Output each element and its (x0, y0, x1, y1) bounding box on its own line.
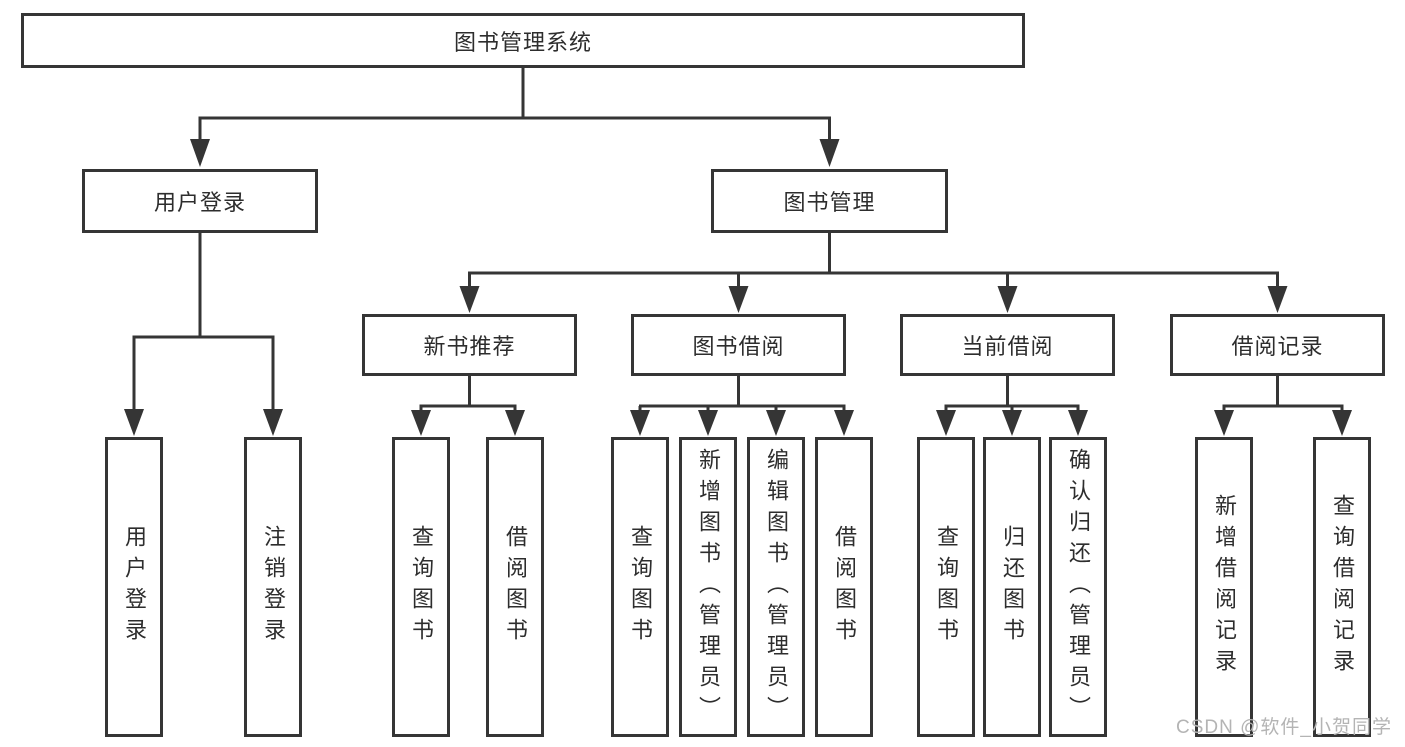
arrowhead-icon (411, 410, 431, 436)
leaf-edit-books-admin: 编辑图书（管理员） (747, 437, 805, 737)
node-root-system: 图书管理系统 (21, 13, 1025, 68)
branch-root-to-level2 (190, 68, 840, 167)
leaf-query-books-current: 查询图书 (917, 437, 975, 737)
node-label: 借阅记录 (1231, 334, 1324, 359)
branch-new-book-recommend (411, 376, 525, 436)
arrowhead-icon (997, 286, 1018, 313)
branch-current-borrowing (936, 376, 1088, 436)
arrowhead-icon (834, 410, 854, 436)
node-label: 用户登录 (122, 525, 147, 649)
node-new-book-recommend: 新书推荐 (362, 314, 577, 376)
arrowhead-icon (1002, 410, 1022, 436)
leaf-query-books-recommend: 查询图书 (392, 437, 450, 737)
arrowhead-icon (630, 410, 650, 436)
arrowhead-icon (1267, 286, 1288, 313)
leaf-return-books: 归还图书 (983, 437, 1041, 737)
arrowhead-icon (263, 409, 283, 436)
leaf-borrow-books-recommend: 借阅图书 (486, 437, 544, 737)
leaf-borrow-books: 借阅图书 (815, 437, 873, 737)
node-book-management: 图书管理 (711, 169, 948, 233)
arrowhead-icon (819, 139, 840, 167)
node-label: 借阅图书 (503, 525, 528, 649)
node-user-login: 用户登录 (82, 169, 318, 233)
leaf-user-login: 用户登录 (105, 437, 163, 737)
node-book-borrowing: 图书借阅 (631, 314, 846, 376)
node-label: 查询图书 (934, 525, 959, 649)
node-label: 注销登录 (261, 525, 286, 649)
branch-book-management (459, 233, 1288, 313)
arrowhead-icon (936, 410, 956, 436)
arrowhead-icon (1068, 410, 1088, 436)
node-label: 借阅图书 (832, 525, 857, 649)
arrowhead-icon (505, 410, 525, 436)
arrowhead-icon (1332, 410, 1352, 436)
branch-borrowing-records (1214, 376, 1352, 436)
node-label: 编辑图书（管理员） (764, 447, 789, 727)
node-label: 当前借阅 (961, 334, 1054, 359)
node-label: 查询图书 (628, 525, 653, 649)
branch-book-borrowing (630, 376, 854, 436)
arrowhead-icon (766, 410, 786, 436)
node-label: 图书借阅 (692, 334, 785, 359)
node-label: 新增图书（管理员） (696, 447, 721, 727)
node-current-borrowing: 当前借阅 (900, 314, 1115, 376)
node-label: 新增借阅记录 (1212, 494, 1237, 680)
arrowhead-icon (459, 286, 480, 313)
arrowhead-icon (1214, 410, 1234, 436)
node-label: 确认归还（管理员） (1066, 447, 1091, 727)
arrowhead-icon (728, 286, 749, 313)
node-borrowing-records: 借阅记录 (1170, 314, 1385, 376)
node-label: 用户登录 (153, 190, 246, 215)
csdn-watermark: CSDN @软件_小贺同学 (1176, 717, 1392, 738)
node-label: 归还图书 (1000, 525, 1025, 649)
leaf-confirm-return-admin: 确认归还（管理员） (1049, 437, 1107, 737)
node-label: 图书管理系统 (453, 29, 592, 55)
arrowhead-icon (698, 410, 718, 436)
node-label: 新书推荐 (423, 334, 516, 359)
leaf-add-books-admin: 新增图书（管理员） (679, 437, 737, 737)
node-label: 查询借阅记录 (1330, 494, 1355, 680)
leaf-add-borrow-record: 新增借阅记录 (1195, 437, 1253, 737)
branch-user-login (124, 233, 283, 436)
leaf-query-borrow-record: 查询借阅记录 (1313, 437, 1371, 737)
arrowhead-icon (124, 409, 144, 436)
node-label: 查询图书 (409, 525, 434, 649)
leaf-logout: 注销登录 (244, 437, 302, 737)
leaf-query-books-borrowing: 查询图书 (611, 437, 669, 737)
arrowhead-icon (190, 139, 210, 167)
node-label: 图书管理 (783, 190, 876, 215)
